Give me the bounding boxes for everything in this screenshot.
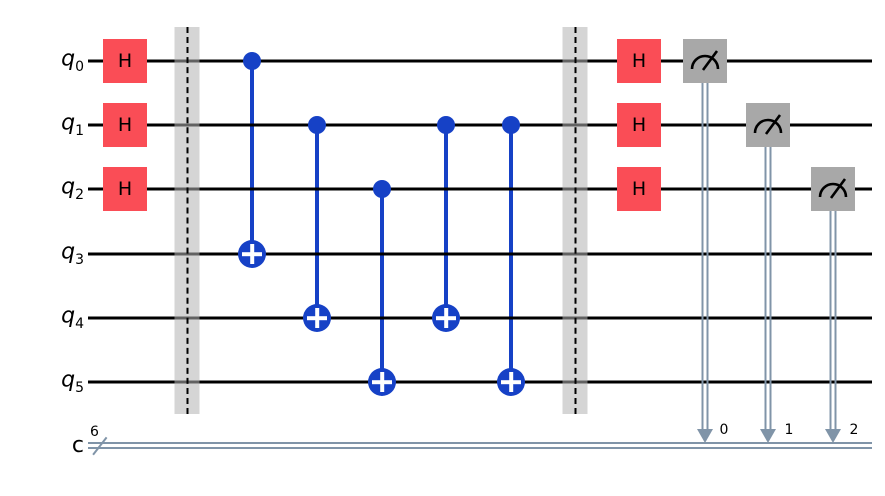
measure-arrow-icon-q1 bbox=[760, 429, 776, 443]
qubit-index: 0 bbox=[75, 59, 84, 76]
h-gate-label: H bbox=[631, 114, 647, 136]
qubit-label-q5: q5 bbox=[14, 367, 84, 395]
measure-gate-q2 bbox=[811, 167, 855, 211]
plus-v bbox=[444, 308, 448, 328]
qubit-wire-q2 bbox=[88, 187, 872, 191]
qubit-index: 3 bbox=[75, 252, 84, 269]
qubit-index: 2 bbox=[75, 187, 84, 204]
qubit-wire-q5 bbox=[88, 380, 872, 384]
measure-arrow-shaft-q1 bbox=[764, 147, 772, 429]
cx-target-icon-q5-2 bbox=[497, 368, 525, 396]
h-gate-label: H bbox=[117, 178, 133, 200]
h-gate-label: H bbox=[631, 50, 647, 72]
cx-connector-q0-q3 bbox=[250, 61, 254, 254]
qubit-wire-q1 bbox=[88, 123, 872, 127]
measure-meter-icon bbox=[818, 178, 848, 199]
clbit-index-1: 1 bbox=[784, 422, 794, 438]
barrier-dashed-line bbox=[186, 27, 188, 414]
h-gate-q0-pre: H bbox=[103, 39, 147, 83]
h-gate-label: H bbox=[631, 178, 647, 200]
h-gate-label: H bbox=[117, 114, 133, 136]
qubit-wire-q3 bbox=[88, 252, 872, 256]
measure-arrow-icon-q0 bbox=[697, 429, 713, 443]
barrier-1 bbox=[174, 27, 200, 414]
classical-register-label: c bbox=[14, 435, 84, 457]
cx-target-icon-q5 bbox=[368, 368, 396, 396]
cx-control-dot-q0 bbox=[243, 52, 261, 70]
qubit-label-q1: q1 bbox=[14, 110, 84, 138]
measure-meter-icon bbox=[690, 50, 720, 71]
measure-gate-q1 bbox=[746, 103, 790, 147]
qubit-name: q bbox=[61, 367, 76, 393]
cx-control-dot-q2 bbox=[373, 180, 391, 198]
qubit-label-q3: q3 bbox=[14, 239, 84, 267]
cx-target-icon-q3 bbox=[238, 240, 266, 268]
qubit-wire-q4 bbox=[88, 316, 872, 320]
qubit-name: q bbox=[61, 174, 76, 200]
measure-arrow-shaft-q0 bbox=[701, 83, 709, 429]
qubit-name: q bbox=[61, 110, 76, 136]
clbit-index-0: 0 bbox=[719, 422, 729, 438]
qubit-index: 1 bbox=[75, 123, 84, 140]
qubit-name: q bbox=[61, 303, 76, 329]
h-gate-label: H bbox=[117, 50, 133, 72]
plus-v bbox=[509, 372, 513, 392]
qubit-label-q4: q4 bbox=[14, 303, 84, 331]
cx-control-dot-q1-2 bbox=[437, 116, 455, 134]
qubit-index: 5 bbox=[75, 380, 84, 397]
qubit-label-q2: q2 bbox=[14, 174, 84, 202]
cx-control-dot-q1 bbox=[308, 116, 326, 134]
h-gate-q2-post: H bbox=[617, 167, 661, 211]
h-gate-q1-pre: H bbox=[103, 103, 147, 147]
barrier-2 bbox=[562, 27, 588, 414]
qubit-wire-q0 bbox=[88, 59, 872, 63]
plus-v bbox=[315, 308, 319, 328]
qubit-name: q bbox=[61, 239, 76, 265]
measure-arrow-icon-q2 bbox=[825, 429, 841, 443]
barrier-dashed-line bbox=[574, 27, 576, 414]
measure-gate-q0 bbox=[683, 39, 727, 83]
classical-wire bbox=[88, 442, 872, 449]
qubit-label-q0: q0 bbox=[14, 46, 84, 74]
clbit-index-2: 2 bbox=[849, 422, 859, 438]
cx-target-icon-q4 bbox=[303, 304, 331, 332]
measure-meter-icon bbox=[753, 114, 783, 135]
measure-arrow-shaft-q2 bbox=[829, 211, 837, 429]
plus-v bbox=[380, 372, 384, 392]
cx-control-dot-q1-3 bbox=[502, 116, 520, 134]
cx-target-icon-q4-2 bbox=[432, 304, 460, 332]
cx-connector-q1-q4-2 bbox=[444, 125, 448, 318]
h-gate-q1-post: H bbox=[617, 103, 661, 147]
qubit-index: 4 bbox=[75, 316, 84, 333]
cx-connector-q1-q4 bbox=[315, 125, 319, 318]
cx-connector-q2-q5 bbox=[380, 189, 384, 382]
qubit-name: q bbox=[61, 46, 76, 72]
plus-v bbox=[250, 244, 254, 264]
classical-register-size: 6 bbox=[90, 424, 99, 440]
h-gate-q0-post: H bbox=[617, 39, 661, 83]
h-gate-q2-pre: H bbox=[103, 167, 147, 211]
classical-register-name: c bbox=[71, 433, 84, 459]
